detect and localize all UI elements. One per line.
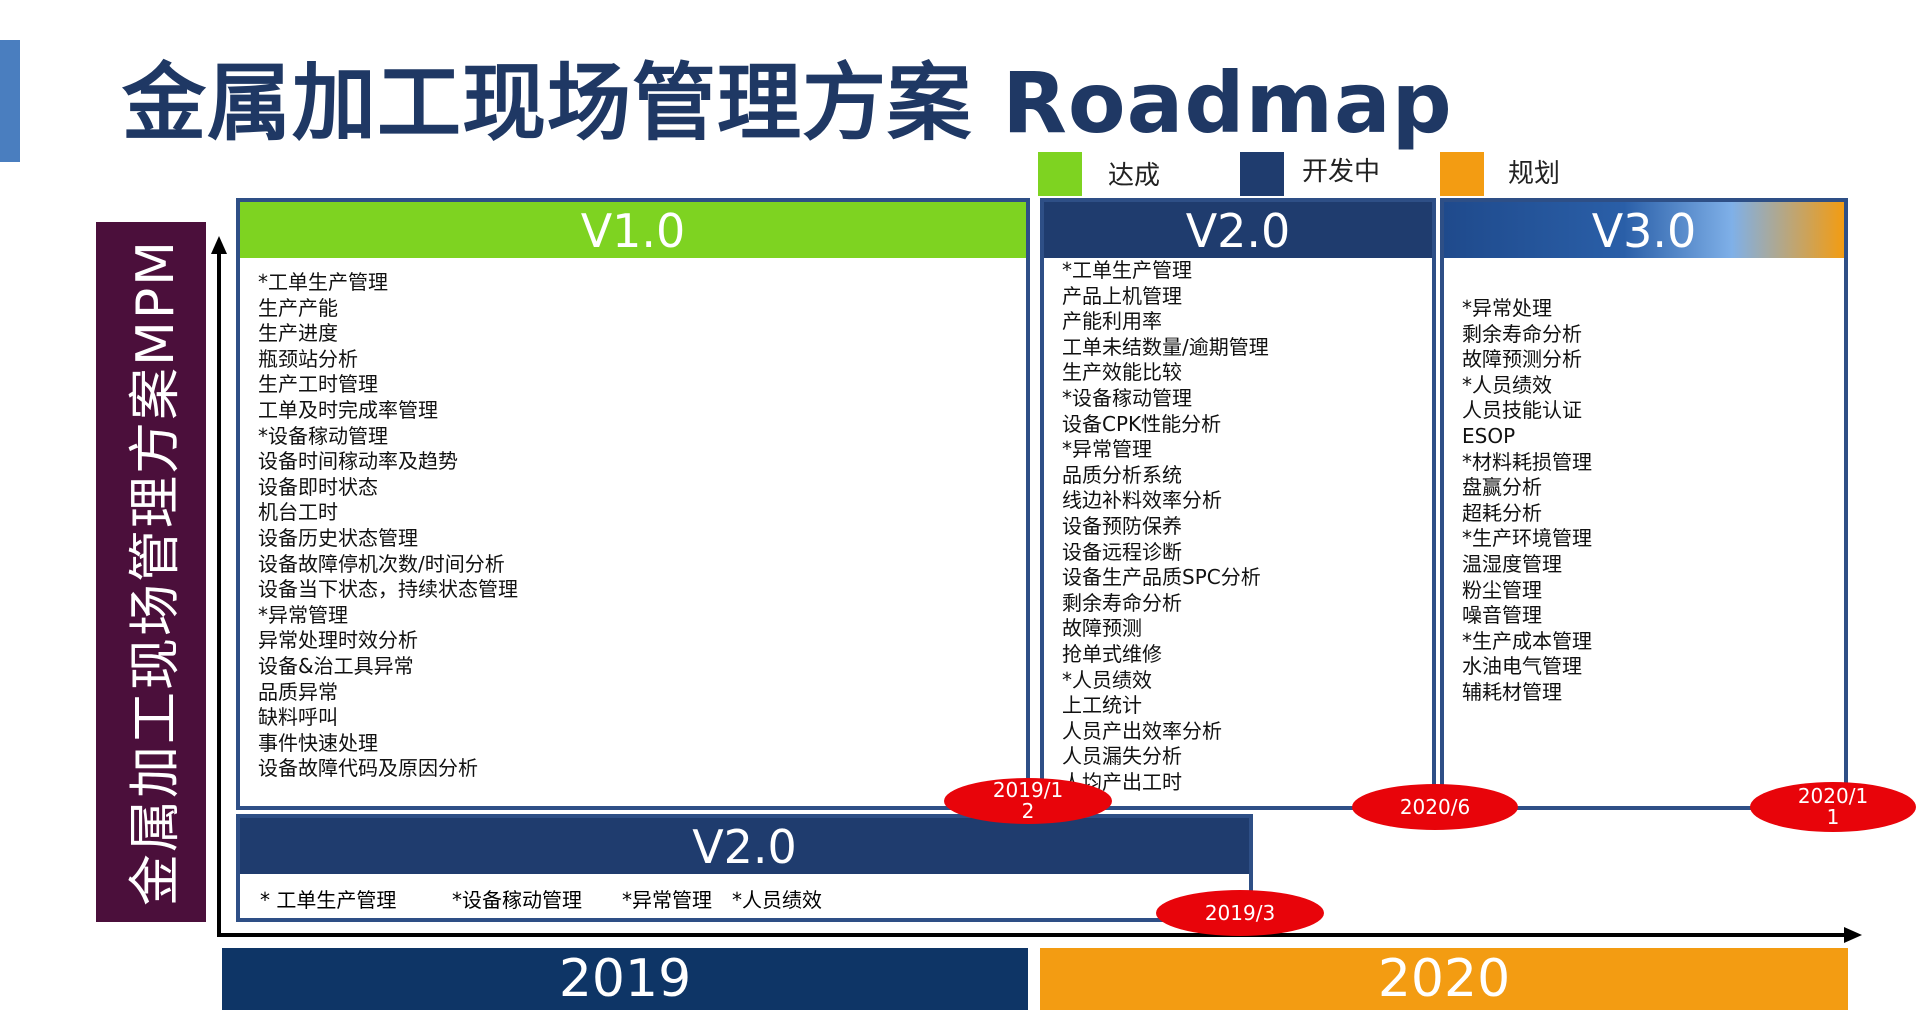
year-bar-2020: 2020 — [1040, 948, 1848, 1010]
list-item: *材料耗损管理 — [1462, 449, 1592, 474]
list-item: 线边补料效率分析 — [1062, 488, 1222, 513]
year-bar-2019: 2019 — [222, 948, 1028, 1010]
date-badge-v2-0-text: 2020/6 — [1399, 794, 1471, 819]
list-item: 盘赢分析 — [1462, 475, 1542, 500]
list-item: 设备&治工具异常 — [258, 653, 414, 678]
list-item: *工单生产管理 — [1062, 258, 1192, 282]
list-item: *人员绩效 — [1462, 372, 1552, 397]
legend-label-planned: 规划 — [1508, 159, 1561, 189]
list-item: 设备生产品质SPC分析 — [1062, 565, 1261, 590]
list-item: *异常管理 — [1062, 437, 1152, 462]
bottom-item: * 工单生产管理 — [260, 888, 397, 912]
list-item: 产能利用率 — [1062, 309, 1162, 334]
list-item: 生产进度 — [258, 321, 338, 346]
legend-label-developing: 开发中 — [1302, 157, 1381, 187]
list-item: 人员漏失分析 — [1062, 744, 1182, 769]
list-item: 生产产能 — [258, 295, 338, 320]
list-item: *设备稼动管理 — [258, 423, 388, 448]
list-item: 事件快速处理 — [258, 730, 378, 755]
box-v2-0: V2.0 *工单生产管理产品上机管理产能利用率工单未结数量/逾期管理生产效能比较… — [1040, 198, 1436, 810]
list-item: 生产效能比较 — [1062, 360, 1182, 385]
box-v2-0-bottom-header: V2.0 — [240, 818, 1249, 874]
list-item: 设备远程诊断 — [1062, 539, 1182, 564]
list-item: *生产环境管理 — [1462, 526, 1592, 551]
list-item: 抢单式维修 — [1062, 641, 1162, 666]
list-item: 工单及时完成率管理 — [258, 397, 438, 422]
list-item: 设备历史状态管理 — [258, 525, 418, 550]
list-item: 瓶颈站分析 — [258, 346, 358, 371]
list-item: 超耗分析 — [1462, 500, 1542, 525]
box-v2-0-list: *工单生产管理产品上机管理产能利用率工单未结数量/逾期管理生产效能比较*设备稼动… — [1044, 258, 1432, 795]
list-item: 设备CPK性能分析 — [1062, 411, 1222, 436]
side-label: 金属加工现场管理方案MPM — [96, 222, 206, 922]
date-badge-v2-0-bottom-text: 2019/3 — [1204, 900, 1276, 925]
list-item: 人员产出效率分析 — [1062, 718, 1222, 743]
list-item: ESOP — [1462, 423, 1516, 448]
bottom-item: *异常管理 — [622, 888, 712, 912]
accent-bar — [0, 40, 20, 162]
box-v2-0-bottom: V2.0 * 工单生产管理 *设备稼动管理 *异常管理 *人员绩效 — [236, 814, 1253, 922]
bottom-item: *设备稼动管理 — [452, 888, 582, 912]
list-item: 人员技能认证 — [1462, 398, 1582, 423]
list-item: *异常管理 — [258, 602, 348, 627]
date-badge-v2-0: 2020/6 — [1352, 784, 1518, 830]
box-v1-0-list: *工单生产管理生产产能生产进度瓶颈站分析生产工时管理工单及时完成率管理*设备稼动… — [240, 258, 1026, 782]
list-item: 粉尘管理 — [1462, 577, 1542, 602]
list-item: 剩余寿命分析 — [1062, 590, 1182, 615]
x-axis-arrow — [1844, 927, 1862, 943]
list-item: *生产成本管理 — [1462, 628, 1592, 653]
bottom-item: *人员绩效 — [732, 888, 822, 912]
box-v3-0-header: V3.0 — [1444, 202, 1844, 258]
list-item: *人员绩效 — [1062, 667, 1152, 692]
date-line: 2 — [1021, 799, 1035, 823]
list-item: 产品上机管理 — [1062, 283, 1182, 308]
list-item: 故障预测分析 — [1462, 347, 1582, 372]
list-item: *设备稼动管理 — [1062, 385, 1192, 410]
list-item: 品质分析系统 — [1062, 462, 1182, 487]
list-item: 故障预测 — [1062, 616, 1142, 641]
list-item: 设备即时状态 — [258, 474, 378, 499]
legend-swatch-developing — [1240, 152, 1284, 196]
list-item: *工单生产管理 — [258, 270, 388, 294]
box-v1-0: V1.0 *工单生产管理生产产能生产进度瓶颈站分析生产工时管理工单及时完成率管理… — [236, 198, 1030, 810]
date-line: 1 — [1826, 805, 1840, 829]
legend-swatch-planned — [1440, 152, 1484, 196]
list-item: 异常处理时效分析 — [258, 628, 418, 653]
list-item: 设备预防保养 — [1062, 513, 1182, 538]
date-line: 2019/1 — [992, 778, 1064, 802]
box-v2-0-bottom-items: * 工单生产管理 *设备稼动管理 *异常管理 *人员绩效 — [240, 874, 1249, 914]
date-badge-v2-0-bottom: 2019/3 — [1156, 890, 1324, 936]
list-item: 辅耗材管理 — [1462, 679, 1562, 704]
date-line: 2020/1 — [1797, 784, 1869, 808]
list-item: 噪音管理 — [1462, 603, 1542, 628]
list-item: 设备故障停机次数/时间分析 — [258, 551, 505, 576]
list-item: 设备时间稼动率及趋势 — [258, 449, 458, 474]
y-axis-arrow — [211, 236, 227, 254]
list-item: 生产工时管理 — [258, 372, 378, 397]
box-v2-0-header: V2.0 — [1044, 202, 1432, 258]
list-item: 水油电气管理 — [1462, 654, 1582, 679]
list-item: 设备当下状态，持续状态管理 — [258, 577, 518, 602]
list-item: 剩余寿命分析 — [1462, 321, 1582, 346]
legend-swatch-achieved — [1038, 152, 1082, 196]
list-item: 缺料呼叫 — [258, 705, 338, 730]
list-item: 上工统计 — [1062, 693, 1142, 718]
list-item: *异常处理 — [1462, 296, 1552, 320]
page-title: 金属加工现场管理方案 Roadmap — [122, 54, 1453, 152]
list-item: 品质异常 — [258, 679, 338, 704]
box-v1-0-header: V1.0 — [240, 202, 1026, 258]
list-item: 工单未结数量/逾期管理 — [1062, 334, 1269, 359]
list-item: 温湿度管理 — [1462, 551, 1562, 576]
list-item: 机台工时 — [258, 500, 338, 525]
list-item: 设备故障代码及原因分析 — [258, 756, 478, 781]
legend-label-achieved: 达成 — [1108, 161, 1161, 191]
